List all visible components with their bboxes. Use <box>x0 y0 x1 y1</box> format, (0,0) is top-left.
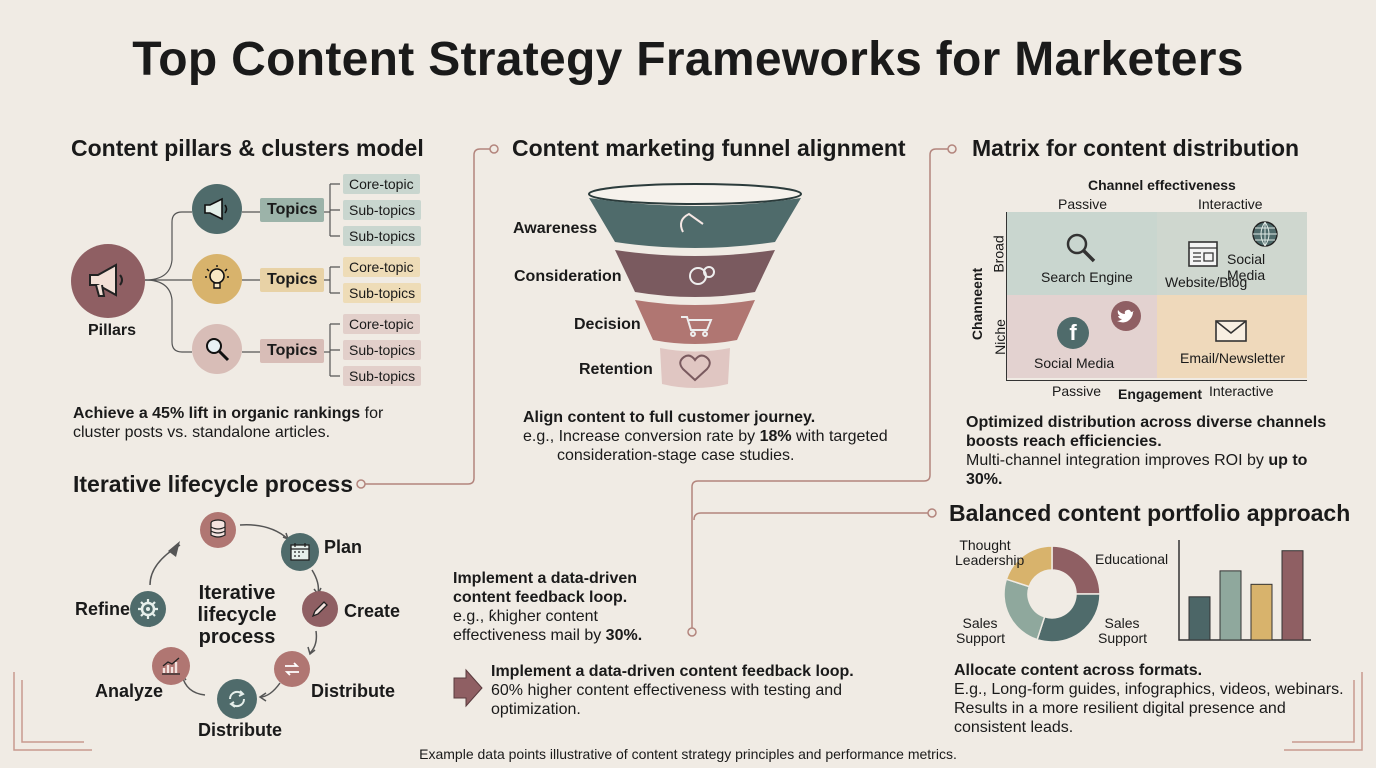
facebook-icon: f <box>1057 317 1089 349</box>
lifecycle-refine: Refine <box>75 599 131 619</box>
arrow-right-icon <box>453 668 483 708</box>
lifecycle-create: Create <box>344 601 401 621</box>
lightbulb-icon <box>192 254 242 304</box>
matrix-row-broad: Broad <box>990 235 1007 273</box>
topic-megaphone-icon <box>192 184 242 234</box>
funnel-stage-consideration: Consideration <box>514 268 622 285</box>
analytics-icon <box>152 647 190 685</box>
bar <box>1281 550 1304 641</box>
funnel-stat: Align content to full customer journey. … <box>523 409 888 464</box>
matrix-search-engine: Search Engine <box>1041 269 1133 285</box>
lifecycle-distribute-right: Distribute <box>311 681 396 701</box>
bar <box>1188 596 1211 641</box>
page-title: Top Content Strategy Frameworks for Mark… <box>132 33 1244 86</box>
donut-slice <box>1005 545 1053 588</box>
matrix-col-interactive: Interactive <box>1198 196 1263 212</box>
funnel-stage-decision: Decision <box>574 316 641 333</box>
subtopic-chip: Sub-topics <box>343 200 422 220</box>
lifecycle-analyze: Analyze <box>95 681 164 701</box>
subtopic-chip: Core-topic <box>343 257 420 277</box>
subtopic-chip: Core-topic <box>343 174 420 194</box>
search-icon <box>1066 233 1096 263</box>
share-arrows-icon <box>274 651 310 687</box>
matrix-cell-broad-interactive: Social Media Website/Blog <box>1157 212 1307 296</box>
pillars-stat: Achieve a 45% lift in organic rankings f… <box>73 405 384 441</box>
globe-icon <box>1252 221 1278 247</box>
pillars-heading: Content pillars & clusters model <box>71 135 424 161</box>
matrix-cell-niche-interactive: Email/Newsletter <box>1157 295 1307 378</box>
cycle-icon <box>217 679 257 719</box>
matrix-top-label: Channel effectiveness <box>1088 177 1236 193</box>
portfolio-bar-chart <box>1178 540 1311 641</box>
matrix-cell-niche-passive: f Social Media <box>1007 295 1158 378</box>
lifecycle-center-label: Iterative lifecycle process <box>197 582 277 648</box>
bar <box>1219 570 1242 641</box>
donut-slice <box>1036 593 1101 643</box>
subtopic-chip: Sub-topics <box>343 226 422 246</box>
matrix-cell-broad-passive: Search Engine <box>1007 212 1158 296</box>
matrix-stat: Optimized distribution across diverse ch… <box>966 414 1327 488</box>
gear-icon <box>130 591 166 627</box>
envelope-icon <box>1215 320 1247 342</box>
bar <box>1250 583 1273 641</box>
funnel-graphic <box>588 183 802 388</box>
matrix-grid: Search Engine Social Media Website/Blog … <box>1006 212 1307 381</box>
funnel-heading: Content marketing funnel alignment <box>512 135 906 161</box>
pencil-icon <box>302 591 338 627</box>
funnel-stage-retention: Retention <box>579 361 653 378</box>
lifecycle-distribute-bottom: Distribute <box>198 720 283 740</box>
donut-slice <box>1003 578 1046 641</box>
lifecycle-heading: Iterative lifecycle process <box>73 471 353 497</box>
pillar-megaphone-icon <box>71 244 145 318</box>
topic-label-2: Topics <box>260 268 325 292</box>
portfolio-donut-chart <box>1003 545 1101 643</box>
matrix-website-blog: Website/Blog <box>1165 274 1248 290</box>
donut-label-sales-right: Sales Support <box>1098 615 1148 646</box>
topic-label-3: Topics <box>260 339 325 363</box>
matrix-heading: Matrix for content distribution <box>972 135 1300 161</box>
matrix-bottom-label: Engagement <box>1118 386 1203 402</box>
subtopic-chip: Sub-topics <box>343 340 422 360</box>
subtopic-chip: Sub-topics <box>343 366 422 386</box>
subtopic-chip: Core-topic <box>343 314 420 334</box>
portfolio-stat: Allocate content across formats. E.g., L… <box>954 662 1344 736</box>
matrix-col-passive: Passive <box>1058 196 1108 212</box>
twitter-icon <box>1111 301 1141 331</box>
donut-label-thought: Thought Leadership <box>955 537 1025 568</box>
feedback-stat-b: Implement a data-driven content feedback… <box>491 663 854 718</box>
topic-label-1: Topics <box>260 198 325 222</box>
donut-label-educational: Educational <box>1095 551 1169 567</box>
donut-label-sales-left: Sales Support <box>956 615 1006 646</box>
matrix-bottom-passive: Passive <box>1052 383 1102 399</box>
matrix-email: Email/Newsletter <box>1180 350 1286 366</box>
database-icon <box>200 512 236 548</box>
browser-icon <box>1188 241 1218 267</box>
matrix-social-media-top: Social Media <box>1227 251 1266 283</box>
portfolio-heading: Balanced content portfolio approach <box>949 500 1351 526</box>
footnote: Example data points illustrative of cont… <box>419 746 957 762</box>
lifecycle-plan: Plan <box>324 537 363 557</box>
pillars-label: Pillars <box>88 322 137 339</box>
funnel-stage-awareness: Awareness <box>513 220 598 237</box>
calendar-icon <box>281 533 319 571</box>
matrix-bottom-interactive: Interactive <box>1209 383 1274 399</box>
matrix-social-media-bottom: Social Media <box>1034 355 1115 371</box>
matrix-side-label: Channeent <box>969 267 986 341</box>
donut-slice <box>1051 545 1101 595</box>
feedback-stat-a: Implement a data-driven content feedback… <box>453 570 643 644</box>
magnifier-icon <box>192 324 242 374</box>
subtopic-chip: Sub-topics <box>343 283 422 303</box>
